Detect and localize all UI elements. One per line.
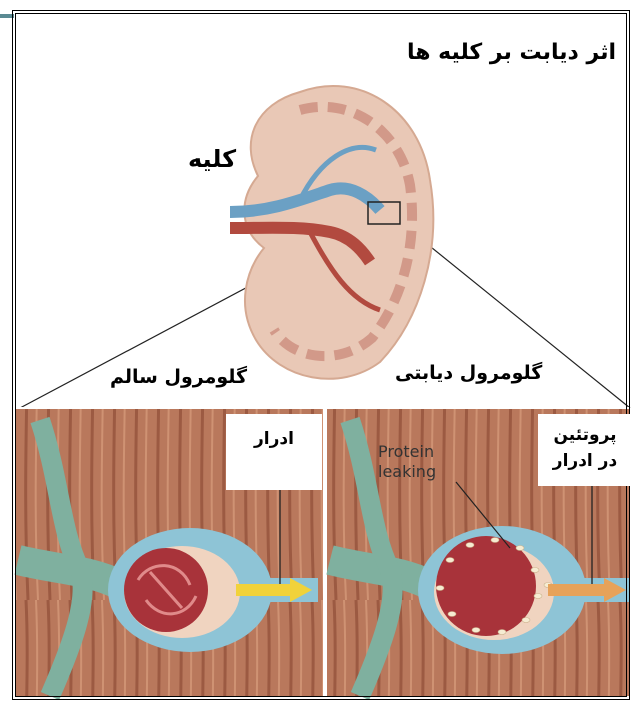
diabetic-glomerulus-label: گلومرول دیابتی	[395, 362, 542, 384]
protein-in-urine-line1: پروتئین	[538, 422, 632, 448]
protein-leaking-line2: leaking	[378, 462, 436, 482]
kidney-label: کلیه	[188, 145, 236, 173]
protein-leaking-line1: Protein	[378, 442, 436, 462]
healthy-glomerulus-label: گلومرول سالم	[110, 366, 247, 388]
protein-leaking-annotation: Protein leaking	[378, 442, 436, 482]
protein-in-urine-line2: در ادرار	[538, 448, 632, 474]
diagram-title: اثر دیابت بر کلیه ها	[407, 40, 616, 65]
urine-label: ادرار	[254, 429, 294, 449]
urine-label-box: ادرار	[226, 414, 322, 490]
double-border-frame	[12, 10, 630, 700]
protein-in-urine-box: پروتئین در ادرار	[538, 414, 632, 486]
